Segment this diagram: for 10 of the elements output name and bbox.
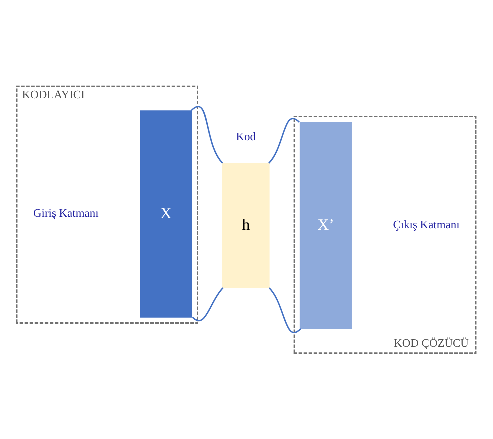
node-box: X — [140, 110, 192, 318]
node-label: Çıkış Katmanı — [393, 218, 460, 231]
node-box: h — [222, 162, 270, 288]
connector — [268, 287, 302, 333]
node-box: X’ — [300, 122, 352, 329]
connector — [190, 106, 224, 164]
node-label: Kod — [236, 130, 256, 143]
connector — [268, 118, 300, 164]
node-label: Giriş Katmanı — [33, 207, 99, 220]
connector — [192, 287, 224, 322]
